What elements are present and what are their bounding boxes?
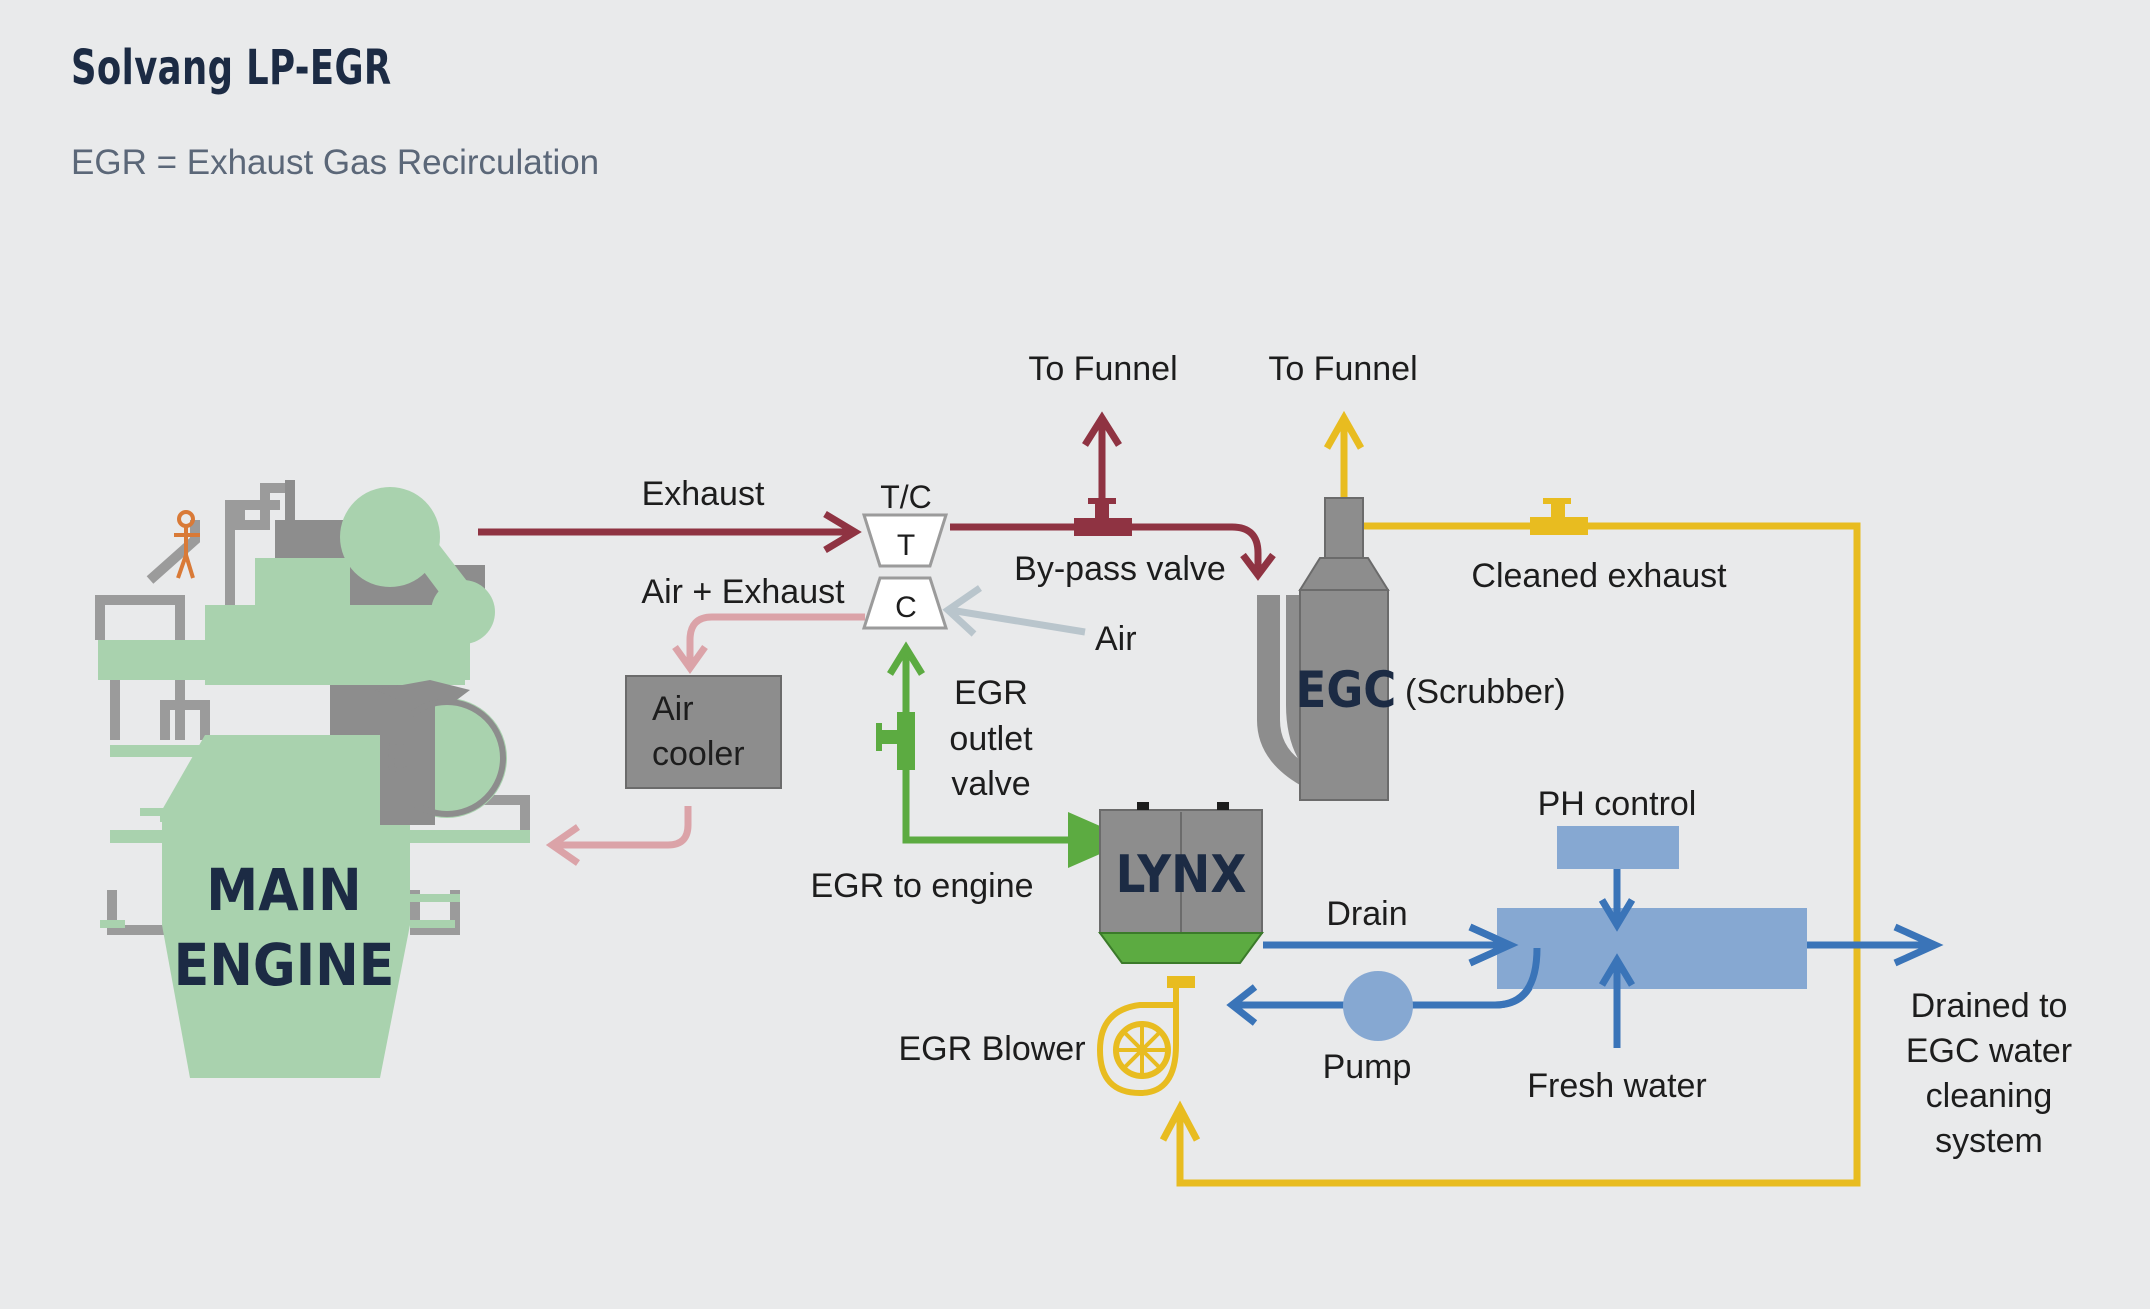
scrubber-label: (Scrubber) — [1405, 673, 1566, 711]
drained-label-line2: EGC water — [1906, 1032, 2072, 1070]
air-cooler-box — [625, 675, 782, 789]
bypass-valve-label: By-pass valve — [1014, 550, 1226, 588]
cleaned-exhaust-valve-icon — [1530, 498, 1588, 535]
water-tank — [1497, 908, 1807, 989]
main-engine-label-line1: MAIN — [206, 856, 361, 924]
egr-outlet-valve-label-line1: EGR — [954, 674, 1028, 712]
cleaned-exhaust-label: Cleaned exhaust — [1471, 557, 1727, 595]
egc-label: EGC — [1296, 661, 1397, 719]
egr-to-engine-label: EGR to engine — [810, 867, 1033, 905]
air-label: Air — [1095, 620, 1137, 658]
egr-blower-icon — [1096, 976, 1195, 1097]
cleaned-exhaust-line — [1159, 410, 1861, 1187]
page-title: Solvang LP-EGR — [71, 40, 392, 96]
ph-control-box — [1557, 826, 1679, 869]
drained-label-line4: system — [1935, 1122, 2043, 1160]
bypass-valve-icon — [1074, 498, 1132, 536]
pump-label: Pump — [1323, 1048, 1412, 1086]
to-funnel-label-2: To Funnel — [1268, 350, 1417, 388]
to-funnel-label-1: To Funnel — [1028, 350, 1177, 388]
drain-label: Drain — [1326, 895, 1407, 933]
exhaust-line — [478, 510, 862, 554]
turbocharger — [861, 513, 949, 630]
tc-to-egc-line — [950, 411, 1276, 581]
air-cooler-label-line1: Air — [652, 690, 694, 728]
lynx-inlet-cone — [1068, 812, 1100, 868]
main-engine: MAIN ENGINE — [95, 480, 530, 1078]
lynx-label: LYNX — [1116, 845, 1247, 905]
lynx-unit — [1098, 802, 1264, 964]
drained-label-line1: Drained to — [1911, 987, 2068, 1025]
air-exhaust-label: Air + Exhaust — [641, 573, 845, 611]
turbine-label: T — [897, 529, 915, 562]
ph-control-label: PH control — [1538, 785, 1697, 823]
pump-icon — [1343, 971, 1413, 1041]
egr-outlet-valve-label-line2: outlet — [949, 720, 1033, 758]
main-engine-label-line2: ENGINE — [174, 931, 395, 999]
tc-label: T/C — [880, 479, 932, 515]
fresh-water-label: Fresh water — [1527, 1067, 1707, 1105]
egr-outlet-valve-icon — [876, 712, 915, 770]
egr-blower-label: EGR Blower — [898, 1030, 1085, 1068]
drained-label-line3: cleaning — [1926, 1077, 2053, 1115]
air-exhaust-line — [545, 613, 865, 866]
egc-scrubber — [1257, 497, 1390, 801]
egr-outlet-valve-label-line3: valve — [951, 765, 1030, 803]
air-cooler-label-line2: cooler — [652, 735, 745, 773]
air-line — [942, 585, 1086, 637]
page-subtitle: EGR = Exhaust Gas Recirculation — [71, 143, 600, 182]
exhaust-label: Exhaust — [642, 475, 765, 513]
compressor-label: C — [895, 591, 917, 624]
